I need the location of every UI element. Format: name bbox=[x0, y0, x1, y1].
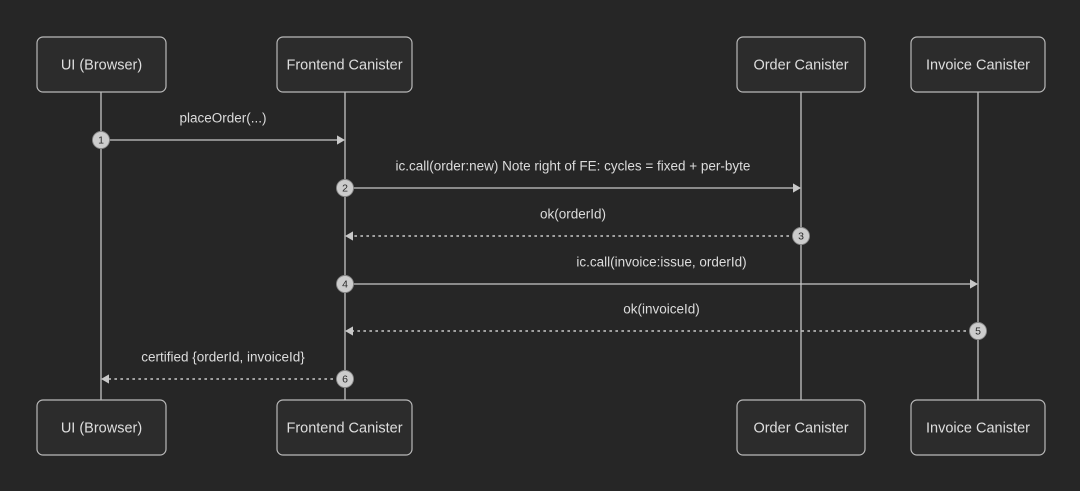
message-label: certified {orderId, invoiceId} bbox=[141, 350, 305, 365]
participant-label: Invoice Canister bbox=[926, 420, 1030, 436]
message-arrowhead bbox=[970, 279, 978, 289]
sequence-badge-number: 4 bbox=[342, 279, 348, 291]
sequence-badge-2: 2 bbox=[336, 179, 354, 197]
participant-label: Order Canister bbox=[753, 57, 848, 73]
message-label: placeOrder(...) bbox=[179, 111, 266, 126]
participant-label: Frontend Canister bbox=[286, 57, 402, 73]
message-6[interactable]: certified {orderId, invoiceId} bbox=[101, 350, 345, 384]
participant-invoice-top[interactable]: Invoice Canister bbox=[910, 36, 1046, 93]
participant-label: Order Canister bbox=[753, 420, 848, 436]
sequence-badge-4: 4 bbox=[336, 275, 354, 293]
participant-label: UI (Browser) bbox=[61, 57, 142, 73]
participant-box bbox=[276, 399, 413, 456]
participant-label: Frontend Canister bbox=[286, 420, 402, 436]
sequence-badge-number: 5 bbox=[975, 326, 981, 338]
sequence-badge-circle bbox=[336, 275, 354, 293]
message-arrowhead bbox=[101, 374, 109, 384]
message-label: ic.call(order:new) Note right of FE: cyc… bbox=[396, 159, 751, 174]
sequence-badge-circle bbox=[336, 370, 354, 388]
sequence-badge-number: 1 bbox=[98, 135, 104, 147]
sequence-badge-number: 6 bbox=[342, 374, 348, 386]
participant-frontend-bottom[interactable]: Frontend Canister bbox=[276, 399, 413, 456]
participant-box bbox=[276, 36, 413, 93]
lifelines-layer bbox=[100, 92, 979, 400]
message-1[interactable]: placeOrder(...) bbox=[101, 111, 345, 145]
message-arrowhead bbox=[345, 326, 353, 336]
message-4[interactable]: ic.call(invoice:issue, orderId) bbox=[345, 255, 978, 289]
sequence-badge-1: 1 bbox=[92, 131, 110, 149]
message-arrowhead bbox=[345, 231, 353, 241]
participant-invoice-bottom[interactable]: Invoice Canister bbox=[910, 399, 1046, 456]
participant-order-top[interactable]: Order Canister bbox=[736, 36, 866, 93]
participant-ui-bottom[interactable]: UI (Browser) bbox=[36, 399, 167, 456]
sequence-badge-6: 6 bbox=[336, 370, 354, 388]
participant-box bbox=[910, 399, 1046, 456]
message-2[interactable]: ic.call(order:new) Note right of FE: cyc… bbox=[345, 159, 801, 193]
participant-box bbox=[736, 36, 866, 93]
participant-label: Invoice Canister bbox=[926, 57, 1030, 73]
sequence-badge-circle bbox=[792, 227, 810, 245]
participant-box bbox=[36, 36, 167, 93]
message-3[interactable]: ok(orderId) bbox=[345, 207, 801, 241]
participants-layer: UI (Browser) UI (Browser) Frontend Caniste… bbox=[36, 36, 1046, 456]
sequence-badge-number: 2 bbox=[342, 183, 348, 195]
participant-label: UI (Browser) bbox=[61, 420, 142, 436]
message-label: ok(orderId) bbox=[540, 207, 606, 222]
sequence-badge-circle bbox=[92, 131, 110, 149]
sequence-badge-3: 3 bbox=[792, 227, 810, 245]
sequence-badge-5: 5 bbox=[969, 322, 987, 340]
participant-box bbox=[736, 399, 866, 456]
participant-frontend-top[interactable]: Frontend Canister bbox=[276, 36, 413, 93]
message-arrowhead bbox=[337, 135, 345, 145]
message-arrowhead bbox=[793, 183, 801, 193]
badges-layer: 1 2 3 4 5 6 bbox=[92, 131, 987, 388]
messages-layer: placeOrder(...) ic.call(order:new) Note r… bbox=[101, 111, 978, 384]
participant-order-bottom[interactable]: Order Canister bbox=[736, 399, 866, 456]
participant-box bbox=[36, 399, 167, 456]
participant-box bbox=[910, 36, 1046, 93]
message-label: ok(invoiceId) bbox=[623, 302, 700, 317]
message-5[interactable]: ok(invoiceId) bbox=[345, 302, 978, 336]
sequence-badge-circle bbox=[969, 322, 987, 340]
participant-ui-top[interactable]: UI (Browser) bbox=[36, 36, 167, 93]
sequence-badge-circle bbox=[336, 179, 354, 197]
message-label: ic.call(invoice:issue, orderId) bbox=[576, 255, 746, 270]
sequence-badge-number: 3 bbox=[798, 231, 804, 243]
